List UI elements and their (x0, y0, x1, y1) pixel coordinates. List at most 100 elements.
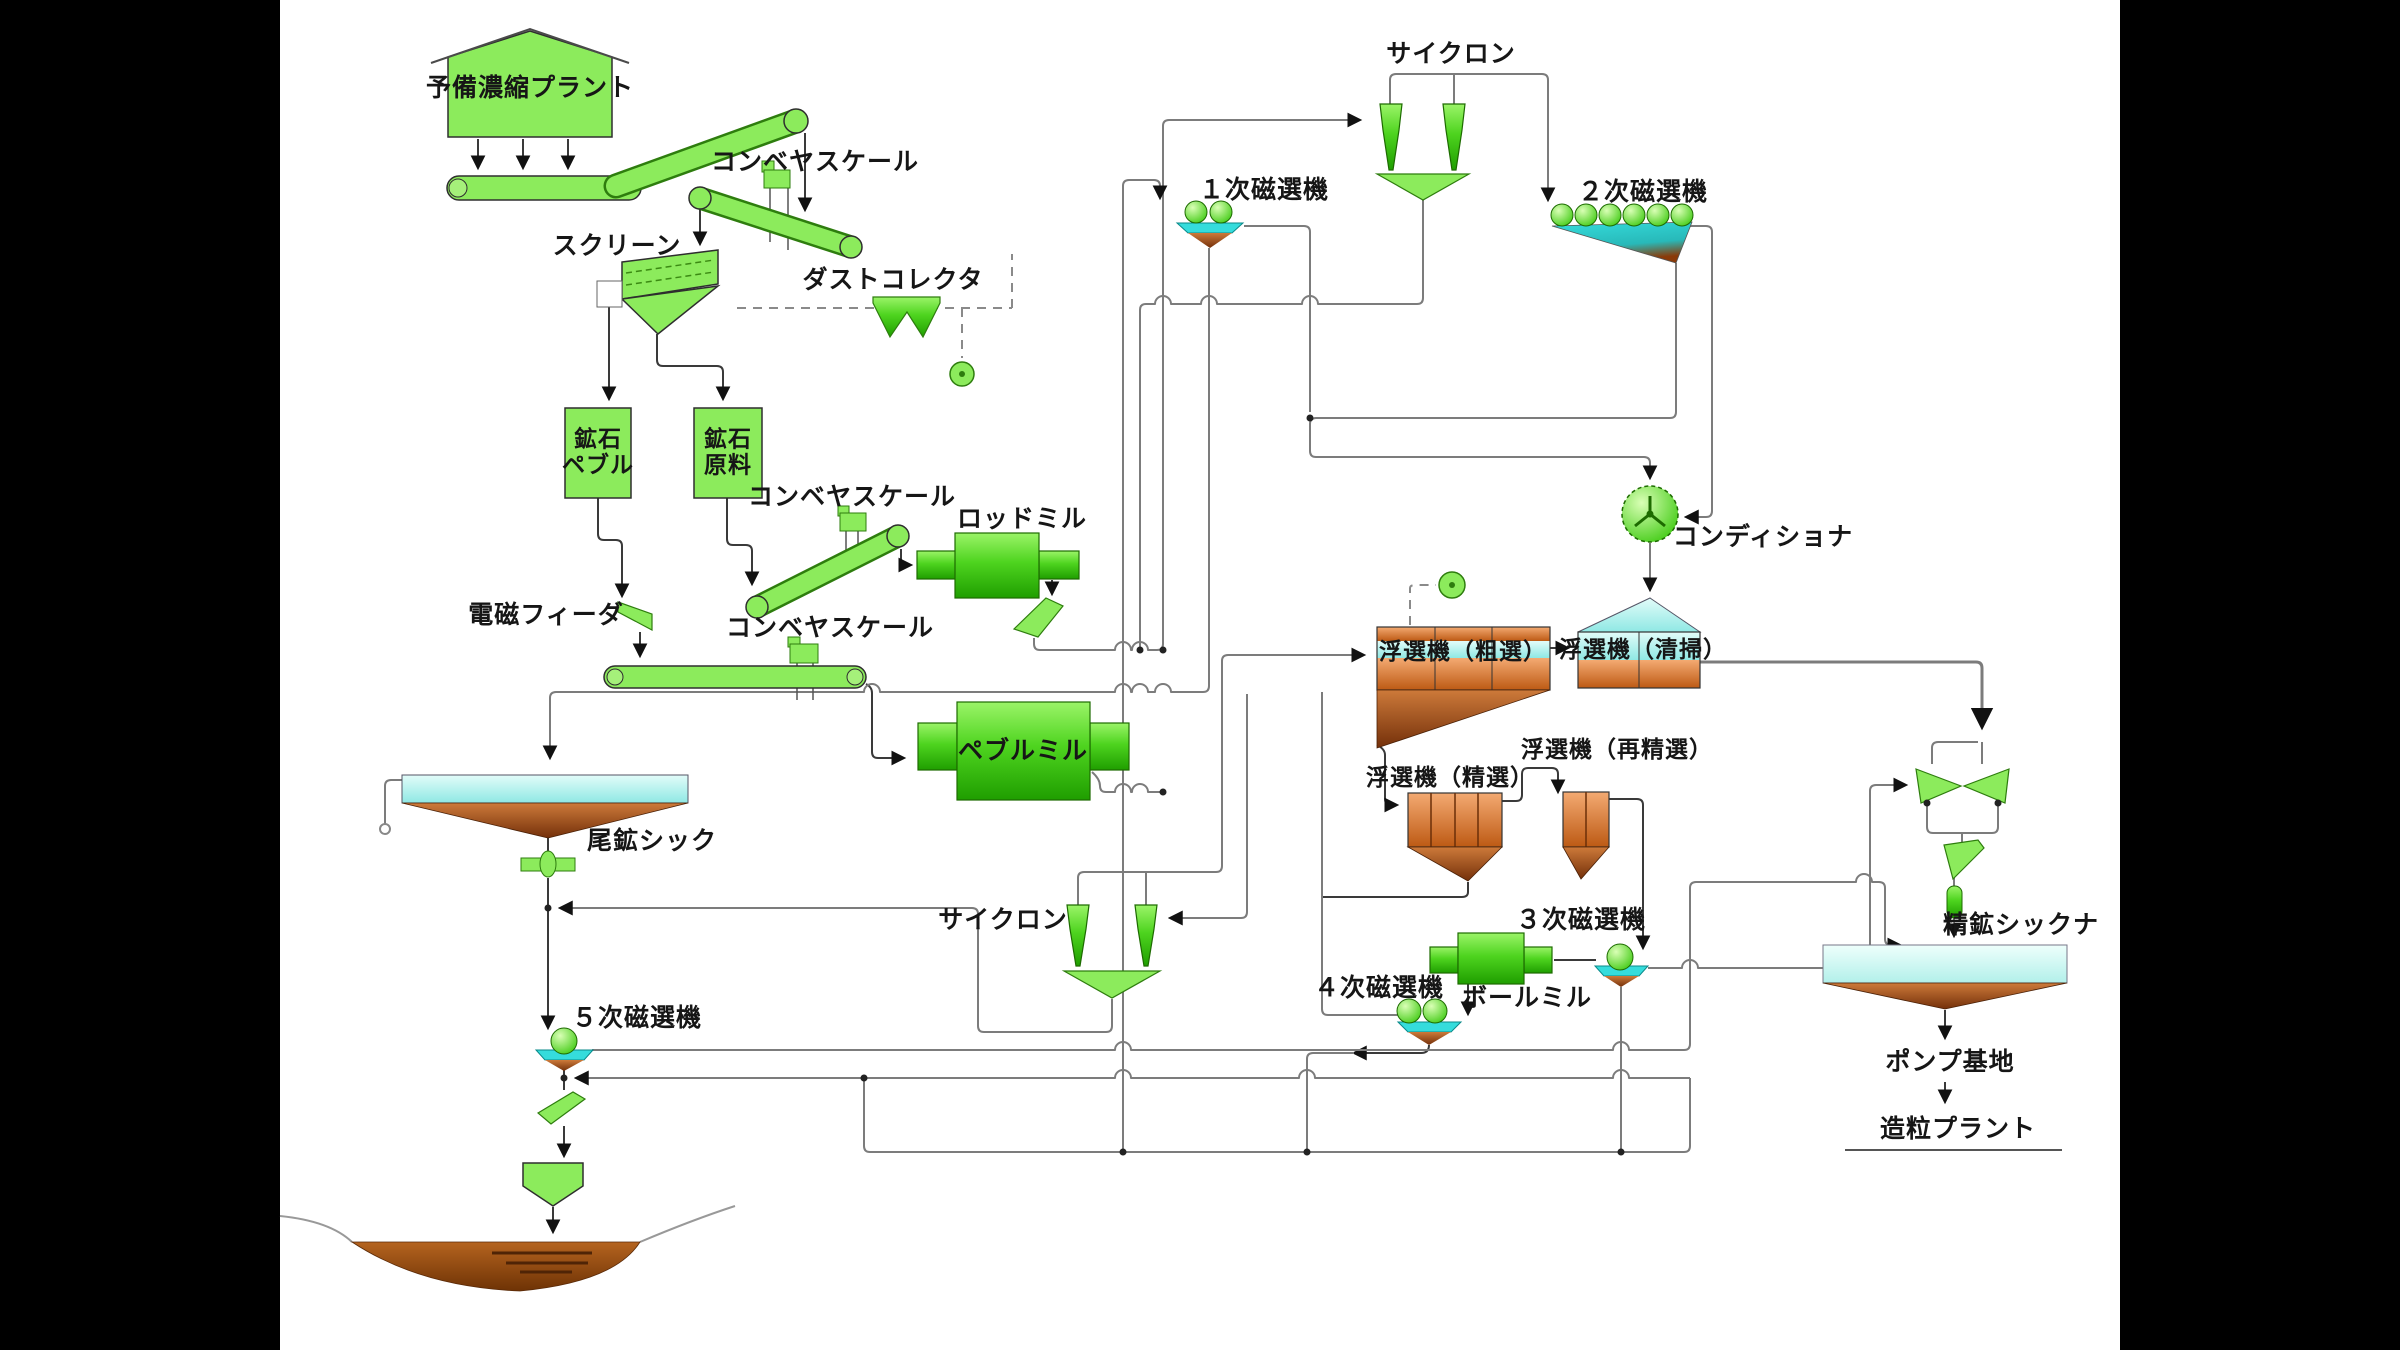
label-conveyor-scale-1: コンベヤスケール (710, 148, 920, 176)
conveyor-2-with-scale (688, 186, 712, 210)
tailings-thickener-equipment (520, 857, 542, 872)
screen-equipment (625, 271, 715, 286)
junction-dots (1306, 414, 1314, 422)
flotation-cleaner-equipment (1406, 792, 1503, 882)
concentrate-splitter-equipment (1962, 768, 2010, 804)
magnetic-separator-4-equipment (1396, 998, 1463, 1045)
flow-lines (865, 683, 907, 766)
magnetic-separator-4-equipment (1396, 1021, 1463, 1033)
concentrate-splitter-equipment (1915, 768, 2010, 919)
flow-lines (1306, 1052, 1354, 1152)
magnetic-separator-3-equipment (1606, 943, 1634, 971)
junction-dots (1159, 788, 1167, 796)
ball-mill-equipment (1429, 932, 1553, 985)
cyclone-top-equipment (1374, 173, 1472, 201)
flotation-rougher-equipment (1377, 658, 1550, 690)
label-ore-feed: 鉱石 原料 (704, 425, 752, 477)
flotation-scavenger-equipment (1577, 597, 1702, 633)
flotation-rougher-equipment (1376, 689, 1551, 749)
label-magnetic-separator-1: １次磁選機 (1198, 176, 1330, 204)
ball-mill-equipment (1429, 946, 1459, 974)
conveyor-3-with-scale (603, 665, 867, 689)
label-dust-collector: ダストコレクタ (802, 266, 984, 294)
dust-collector-equipment (959, 371, 965, 377)
flow-lines (1139, 200, 1424, 650)
label-tailings-thickener: 尾鉱シック (586, 827, 718, 855)
magnetic-separator-2-equipment (1670, 203, 1694, 227)
label-concentrate-thickener: 精鉱シックナ (1942, 911, 2100, 939)
conveyor-2-with-scale (691, 189, 860, 256)
ore-pebble-bin (564, 407, 632, 499)
tailings-pond (279, 1205, 736, 1243)
flotation-cleaner-equipment (1406, 846, 1503, 882)
flow-lines (1609, 798, 1651, 951)
label-flotation-recleaner: 浮選機（再精選） (1521, 736, 1713, 763)
junction-dots (1303, 1148, 1311, 1156)
pebble-mill-equipment (917, 701, 1130, 801)
label-conveyor-scale-2: コンベヤスケール (747, 483, 957, 511)
conveyor-2-with-scale (839, 235, 863, 259)
rod-mill-equipment (1038, 550, 1080, 580)
flow-lines (1091, 771, 1163, 793)
magnetic-separator-1-equipment (1184, 200, 1208, 224)
magnetic-separator-1-equipment (1175, 200, 1245, 248)
flow-lines (1033, 112, 1363, 651)
magnetic-separator-5-equipment (545, 1060, 584, 1071)
cyclone-top-equipment (1379, 103, 1403, 171)
conveyor-1 (448, 178, 468, 198)
magnetic-separator-2-equipment (1550, 203, 1574, 227)
tailings-chute-and-launder (522, 1162, 584, 1207)
concentrate-thickener-equipment (1822, 944, 2068, 1010)
concentrate-thickener-equipment (1822, 982, 2068, 1010)
tailings-pond (350, 1241, 641, 1292)
cyclone-top-equipment (1374, 103, 1472, 201)
conveyor-4-with-scale (839, 512, 867, 532)
flotation-recleaner-equipment (1562, 791, 1610, 880)
flow-lines (1389, 73, 1556, 203)
label-magnetic-separator-2: ２次磁選機 (1577, 178, 1709, 206)
flow-lines (863, 1078, 1691, 1153)
tailings-chute-and-launder (522, 1091, 587, 1207)
tailings-chute-and-launder (536, 1091, 587, 1125)
label-flotation-cleaner: 浮選機（精選） (1366, 764, 1534, 791)
cyclone-bottom-equipment (1134, 904, 1158, 967)
magnetic-separator-5-equipment (534, 1027, 595, 1071)
label-magnetic-separator-3: ３次磁選機 (1515, 906, 1647, 934)
screen-equipment (620, 284, 721, 335)
screen-equipment (596, 280, 623, 308)
conveyor-4-with-scale (745, 595, 769, 619)
conveyor-3-with-scale (606, 668, 624, 686)
conveyor-1 (446, 108, 809, 201)
label-electromagnetic-feeder: 電磁フィーダ (468, 601, 624, 629)
junction-dots (1119, 1148, 1127, 1156)
conveyor-2-with-scale (763, 169, 791, 189)
concentrate-thickener-equipment (1822, 944, 2068, 984)
label-flotation-scavenger: 浮選機（清掃） (1559, 636, 1727, 663)
label-cyclone-bottom: サイクロン (938, 906, 1068, 934)
junction-dots (1617, 1148, 1625, 1156)
conveyor-3-with-scale (603, 636, 867, 689)
pebble-mill-equipment (917, 722, 958, 771)
conditioner-equipment (1621, 485, 1679, 543)
conveyor-4-with-scale (745, 505, 910, 619)
flow-lines (898, 549, 914, 573)
magnetic-separator-5-equipment (550, 1027, 578, 1055)
electromagnetic-feeder-equipment (617, 601, 653, 631)
screen-equipment (596, 249, 721, 335)
flow-lines (557, 900, 1113, 1033)
magnetic-separator-4-equipment (1422, 998, 1448, 1024)
conveyor-2-with-scale (688, 160, 863, 259)
cyclone-bottom-equipment (1061, 904, 1163, 999)
concentrate-splitter-equipment (1943, 839, 1985, 881)
magnetic-separator-1-equipment (1209, 200, 1233, 224)
label-conditioner: コンディショナ (1672, 523, 1854, 551)
flotation-rougher-equipment (1376, 571, 1551, 749)
label-conveyor-scale-3: コンベヤスケール (725, 614, 935, 642)
label-preconcentration-plant: 予備濃縮プラント (425, 74, 635, 102)
preconcentration-plant-building (430, 27, 630, 138)
cyclone-top-equipment (1442, 103, 1466, 171)
flow-lines (379, 73, 2062, 1235)
flow-lines (656, 334, 731, 402)
